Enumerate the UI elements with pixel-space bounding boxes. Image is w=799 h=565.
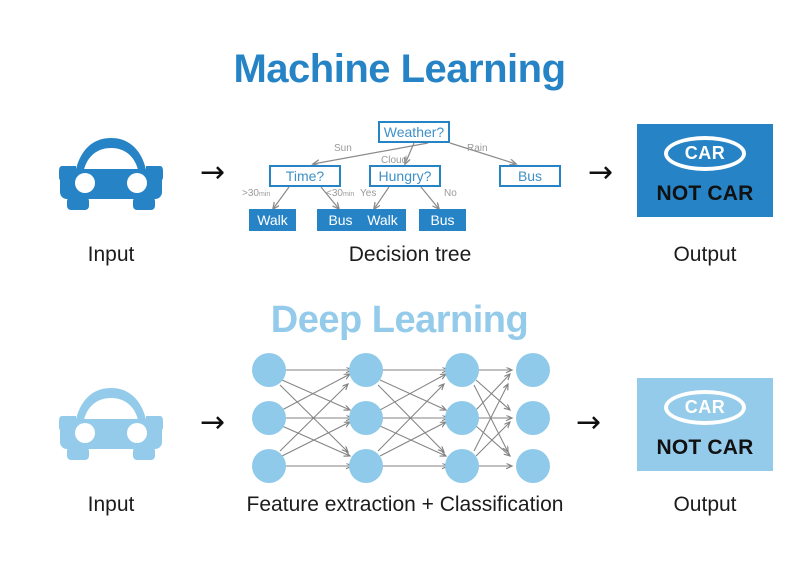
ml-output-panel: CAR NOT CAR	[637, 124, 773, 217]
nn-node-l1-n2	[252, 401, 286, 435]
ml-output-car-badge: CAR	[664, 135, 746, 171]
tree-edge-label-over30-main: >30	[242, 188, 259, 199]
tree-edge-label-under30: <30min	[326, 188, 354, 199]
dl-input-caption: Input	[87, 493, 135, 516]
tree-edge-label-under30-sub: min	[342, 191, 355, 198]
dl-middle-caption: Feature extraction + Classification	[246, 493, 564, 516]
tree-edge-label-under30-main: <30	[326, 188, 343, 199]
tree-leaf-bus-1[interactable]: Bus	[317, 209, 364, 231]
nn-node-l2-n2	[349, 401, 383, 435]
ml-output-car-label: CAR	[684, 142, 726, 163]
nn-node-l1-n3	[252, 449, 286, 483]
neural-network-svg	[252, 353, 550, 483]
dl-output-car-badge: CAR	[664, 389, 746, 425]
tree-edge-label-over30: >30min	[242, 188, 270, 199]
tree-node-bus-rain[interactable]: Bus	[499, 165, 561, 187]
ml-middle-caption: Decision tree	[348, 243, 472, 266]
tree-edge-label-rain: Rain	[467, 143, 488, 154]
dl-arrow-network-to-output: →	[576, 405, 602, 440]
dl-input-car-icon	[50, 376, 172, 467]
ml-arrow-input-to-tree: →	[200, 155, 226, 190]
decision-tree-diagram: Weather? Sun Cloud Rain Time? Hungry? Bu…	[235, 112, 580, 237]
dl-arrow-input-to-network: →	[200, 405, 226, 440]
tree-edge-label-over30-sub: min	[258, 191, 271, 198]
nn-node-l1-n1	[252, 353, 286, 387]
dl-output-caption: Output	[673, 493, 737, 516]
machine-learning-title: Machine Learning	[233, 47, 566, 91]
tree-leaf-walk-2[interactable]: Walk	[359, 209, 406, 231]
nn-node-l3-n1	[445, 353, 479, 387]
nn-node-l3-n2	[445, 401, 479, 435]
tree-node-root[interactable]: Weather?	[378, 121, 450, 143]
ml-output-caption: Output	[673, 243, 737, 266]
nn-node-l2-n3	[349, 449, 383, 483]
nn-node-l4-n3	[516, 449, 550, 483]
tree-edge-label-sun: Sun	[334, 143, 352, 154]
dl-output-not-car-label: NOT CAR	[656, 435, 754, 459]
nn-node-l4-n1	[516, 353, 550, 387]
nn-node-l3-n3	[445, 449, 479, 483]
deep-learning-title: Deep Learning	[270, 299, 529, 341]
tree-node-time[interactable]: Time?	[269, 165, 341, 187]
tree-edge-label-yes: Yes	[360, 188, 377, 199]
nn-node-l4-n2	[516, 401, 550, 435]
tree-edge-label-cloud: Cloud	[381, 155, 408, 166]
tree-leaf-walk-1[interactable]: Walk	[249, 209, 296, 231]
nn-node-l2-n1	[349, 353, 383, 387]
decision-tree-edges	[235, 142, 580, 237]
dl-output-panel: CAR NOT CAR	[637, 378, 773, 471]
ml-arrow-tree-to-output: →	[588, 155, 614, 190]
dl-output-car-label: CAR	[684, 396, 726, 417]
tree-edge-label-no: No	[444, 188, 457, 199]
ml-input-caption: Input	[87, 243, 135, 266]
tree-leaf-bus-2[interactable]: Bus	[419, 209, 466, 231]
tree-node-hungry[interactable]: Hungry?	[369, 165, 441, 187]
ml-input-car-icon	[50, 126, 172, 217]
neural-network-diagram	[252, 352, 552, 484]
ml-output-not-car-label: NOT CAR	[656, 181, 754, 205]
